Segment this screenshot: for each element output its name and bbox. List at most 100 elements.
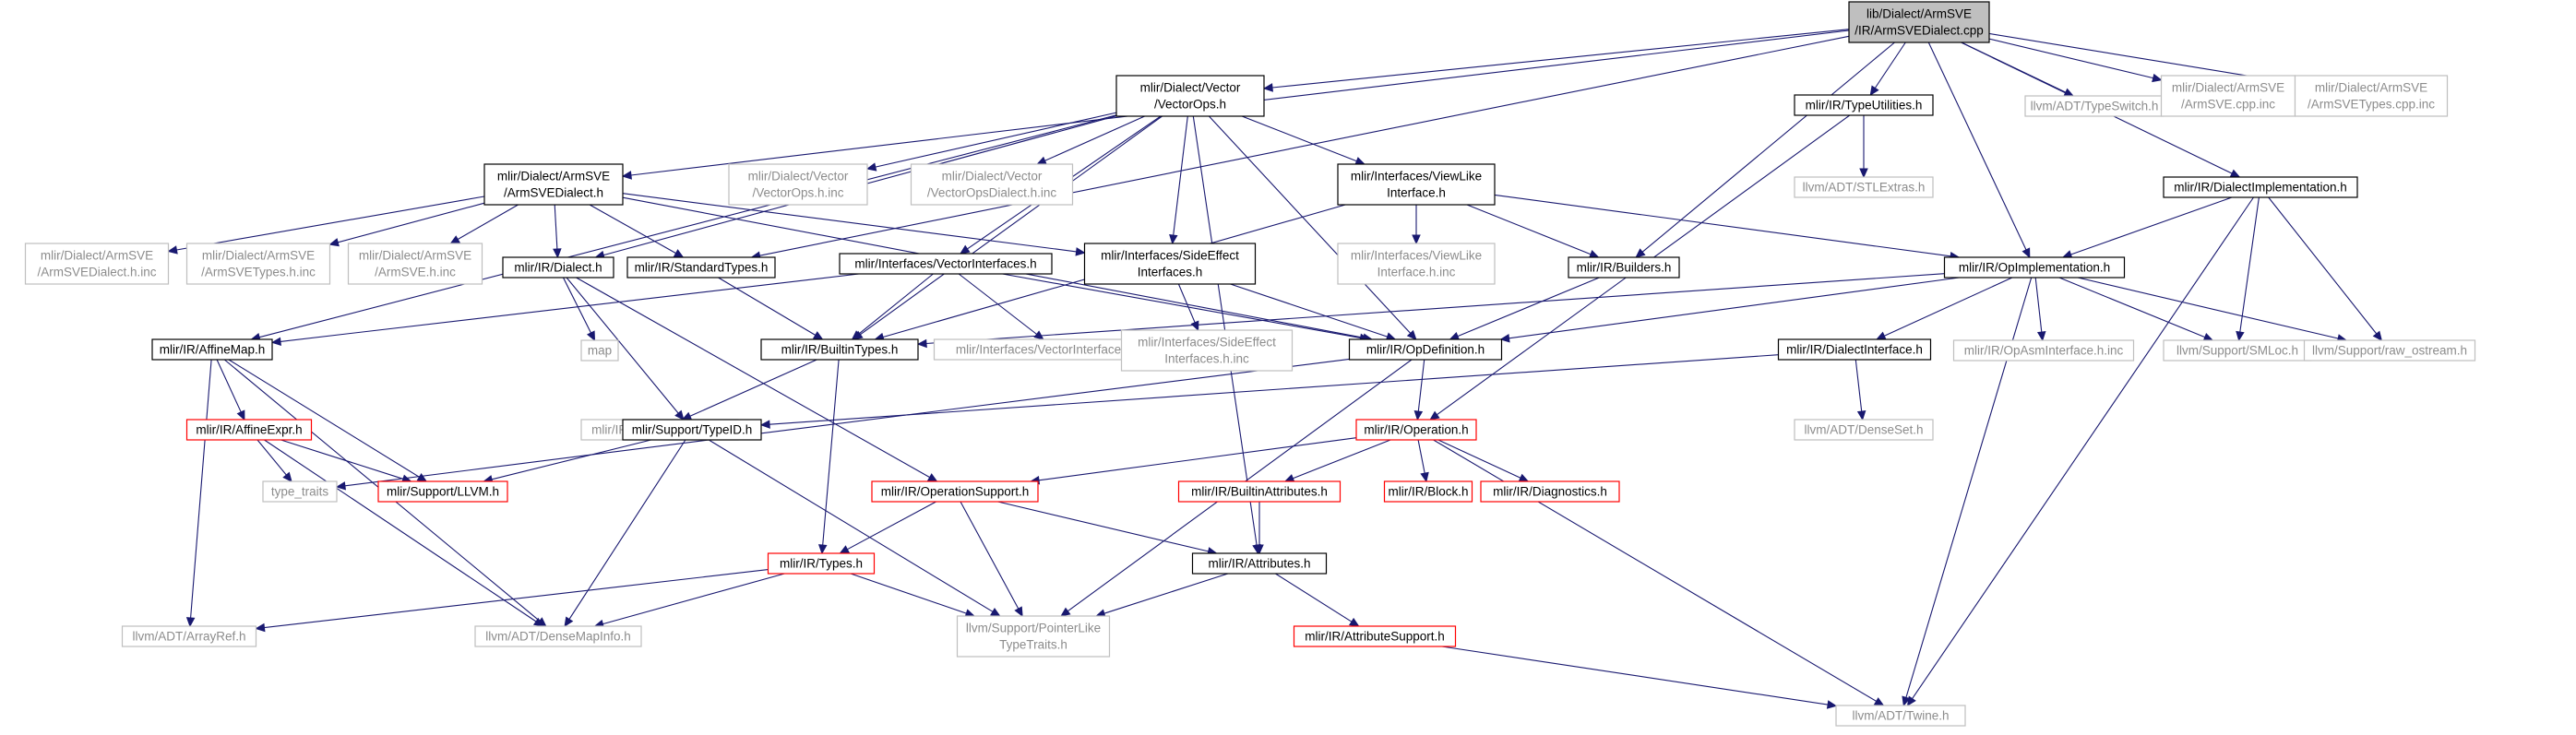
edge-attrsupport-to-twine [1441, 646, 1829, 705]
node-block[interactable]: mlir/IR/Block.h [1383, 480, 1473, 503]
arrowhead-opimpl-to-opdefinition [1499, 333, 1510, 343]
node-attributes[interactable]: mlir/IR/Attributes.h [1191, 552, 1328, 575]
node-box [185, 419, 313, 441]
node-label: mlir/Support/LLVM.h [387, 485, 499, 499]
node-label: Interfaces.h [1138, 266, 1203, 279]
node-box [1777, 338, 1932, 361]
node-typeutil[interactable]: mlir/IR/TypeUtilities.h [1794, 94, 1934, 116]
node-rawostream: llvm/Support/raw_ostream.h [2303, 339, 2476, 362]
node-opsupport[interactable]: mlir/IR/OperationSupport.h [871, 480, 1039, 503]
node-box [626, 256, 776, 279]
node-label: /VectorOpsDialect.h.inc [927, 186, 1057, 200]
arrowhead-builtintypes-to-builtintypeshinc [681, 411, 693, 421]
edge-armsvedialect-to-armsvetypeshinc [338, 202, 485, 243]
node-vectorops[interactable]: mlir/Dialect/Vector/VectorOps.h [1115, 75, 1265, 117]
arrowhead-opimpl-to-twine [1902, 695, 1911, 707]
node-builtinattrs[interactable]: mlir/IR/BuiltinAttributes.h [1177, 480, 1342, 503]
node-llvmh[interactable]: mlir/Support/LLVM.h [377, 480, 508, 503]
node-label: mlir/IR/Types.h [780, 557, 863, 571]
edge-main-to-builders [1641, 41, 1895, 253]
arrowhead-opimpl-to-smloc [2202, 332, 2214, 341]
arrowhead-attrsupport-to-twine [1826, 700, 1838, 709]
node-affineexpr[interactable]: mlir/IR/AffineExpr.h [185, 419, 313, 441]
node-label: llvm/Support/raw_ostream.h [2312, 344, 2467, 358]
node-box [580, 339, 619, 362]
node-densemapinfo: llvm/ADT/DenseMapInfo.h [474, 625, 642, 647]
node-types[interactable]: mlir/IR/Types.h [767, 552, 876, 575]
node-label: llvm/ADT/TypeSwitch.h [2031, 100, 2159, 113]
node-label: mlir/Interfaces/SideEffect [1101, 249, 1239, 263]
arrowhead-opsupport-to-types [839, 545, 851, 554]
edge-armsvedialect-to-armsvehinc [457, 204, 519, 240]
node-label: /VectorOps.h [1154, 98, 1226, 112]
node-label: mlir/IR/AttributeSupport.h [1305, 630, 1445, 644]
node-box [1083, 243, 1257, 285]
node-opdefinition[interactable]: mlir/IR/OpDefinition.h [1348, 338, 1503, 361]
node-dialectinterface[interactable]: mlir/IR/DialectInterface.h [1777, 338, 1932, 361]
edge-vectorops-to-viewlike [1241, 115, 1357, 162]
node-label: mlir/Dialect/ArmSVE [41, 249, 153, 263]
node-box [1293, 625, 1457, 647]
node-label: /VectorOps.h.inc [752, 186, 843, 200]
edge-dialectimpl-to-rawostream [2268, 196, 2378, 335]
arrowhead-main-to-armsvedialect [621, 171, 632, 180]
node-box [2163, 176, 2358, 198]
node-dialectimpl[interactable]: mlir/IR/DialectImplementation.h [2163, 176, 2358, 198]
node-label: mlir/IR/StandardTypes.h [635, 261, 769, 275]
node-box [767, 552, 876, 575]
node-label: /ArmSVEDialect.h [504, 186, 603, 200]
node-opimpl[interactable]: mlir/IR/OpImplementation.h [1943, 256, 2126, 279]
edge-attributes-to-attrsupport [1275, 573, 1353, 622]
arrowhead-armsvedialect-to-armsvetypeshinc [328, 238, 340, 247]
arrowhead-dialecth-to-typeid [674, 409, 685, 421]
node-label: mlir/IR/BuiltinTypes.h [781, 343, 899, 357]
node-armsvedialect[interactable]: mlir/Dialect/ArmSVE/ArmSVEDialect.h [483, 163, 624, 206]
edge-opdefinition-to-typetraits [344, 358, 1350, 487]
arrowhead-affinemap-to-arrayref [185, 617, 196, 628]
edge-main-to-typeutil [1874, 41, 1906, 89]
arrowhead-opdefinition-to-operation [1413, 410, 1424, 421]
node-builders[interactable]: mlir/IR/Builders.h [1568, 256, 1680, 279]
node-attrsupport[interactable]: mlir/IR/AttributeSupport.h [1293, 625, 1457, 647]
node-box [1383, 480, 1473, 503]
node-affinemap[interactable]: mlir/IR/AffineMap.h [151, 338, 273, 361]
node-main[interactable]: lib/Dialect/ArmSVE/IR/ArmSVEDialect.cpp [1848, 1, 1990, 43]
node-box [121, 625, 257, 647]
node-box [760, 338, 919, 361]
node-label: /ArmSVETypes.h.inc [201, 266, 316, 279]
node-armsvecppinc: mlir/Dialect/ArmSVE/ArmSVE.cpp.inc [2160, 75, 2296, 117]
node-label: mlir/Dialect/ArmSVE [359, 249, 471, 263]
node-box [185, 243, 331, 285]
edge-dialecth-to-opsupport [576, 277, 930, 479]
node-operation[interactable]: mlir/IR/Operation.h [1355, 419, 1477, 441]
node-standardtypes[interactable]: mlir/IR/StandardTypes.h [626, 256, 776, 279]
node-box [728, 163, 868, 206]
node-typeid[interactable]: mlir/Support/TypeID.h [622, 419, 762, 441]
node-vectorinterfaces[interactable]: mlir/Interfaces/VectorInterfaces.h [839, 253, 1053, 275]
edge-armsvedialect-to-armsvedialecthinc [176, 196, 485, 251]
edge-operation-to-block [1417, 439, 1425, 474]
node-diagnostics[interactable]: mlir/IR/Diagnostics.h [1480, 480, 1620, 503]
node-box [871, 480, 1039, 503]
edge-types-to-arrayref [264, 569, 769, 629]
node-dialecth[interactable]: mlir/IR/Dialect.h [502, 256, 614, 279]
arrowhead-dialectinterface-to-typeid [759, 420, 770, 429]
node-box [24, 243, 170, 285]
node-denseset: llvm/ADT/DenseSet.h [1794, 419, 1934, 441]
edge-builtintypes-to-types [822, 359, 840, 546]
node-label: Interfaces.h.inc [1164, 352, 1249, 366]
edge-affinemap-to-llvmh [228, 359, 420, 478]
node-opasmhinc: mlir/IR/OpAsmInterface.h.inc [1952, 339, 2135, 362]
node-builtintypes[interactable]: mlir/IR/BuiltinTypes.h [760, 338, 919, 361]
arrowhead-affineexpr-to-typetraits [282, 471, 292, 482]
node-box [1355, 419, 1477, 441]
edge-armsvedialect-to-sideeffect [622, 193, 1077, 253]
edge-vectorinterfaces-to-builtintypes [858, 273, 934, 335]
node-box [1337, 243, 1496, 285]
edge-opimpl-to-rawostream [2077, 277, 2339, 339]
edge-typeid-to-llvmh [491, 439, 651, 480]
edge-main-to-standardtypes [759, 35, 1850, 256]
edge-dialecth-to-typeid [566, 277, 679, 414]
